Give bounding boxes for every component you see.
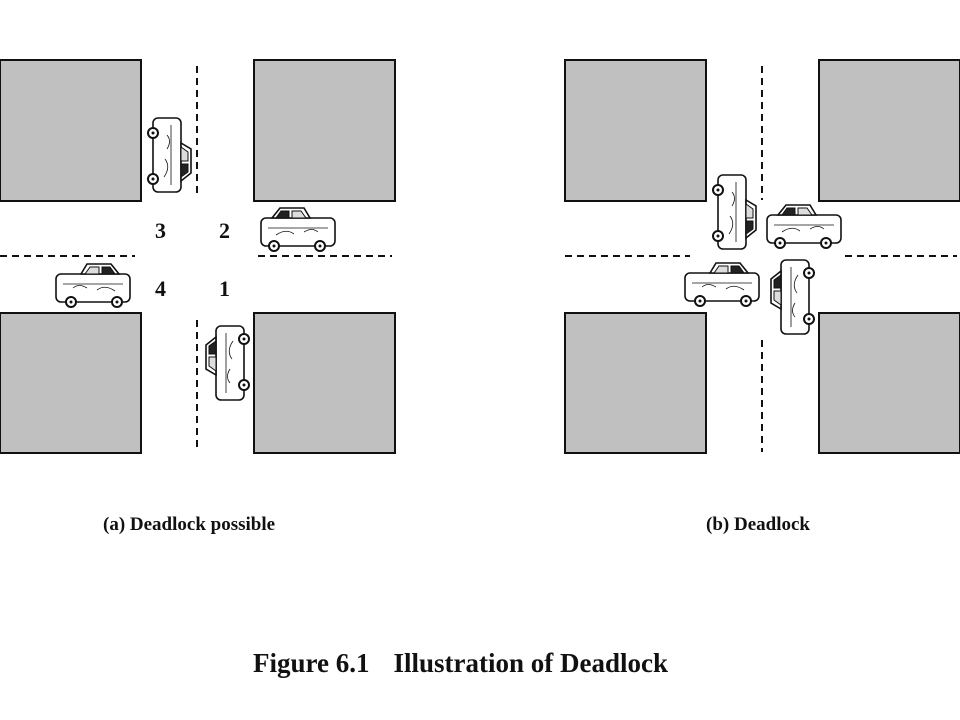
figure-number: Figure 6.1 (253, 648, 370, 678)
car-west-approach (55, 263, 131, 308)
city-block-sw (0, 312, 142, 454)
city-block-sw-b (564, 312, 707, 454)
car-east-approach (260, 207, 336, 252)
car-deadlocked-west (684, 262, 760, 307)
car-deadlocked-east (766, 204, 842, 249)
car-north-approach (147, 117, 192, 193)
car-deadlocked-north (712, 174, 757, 250)
city-block-nw (0, 59, 142, 202)
car-south-approach (205, 325, 250, 401)
car-deadlocked-south (770, 259, 815, 335)
quadrant-label-2: 2 (219, 218, 230, 243)
city-block-ne-b (818, 59, 960, 202)
quadrant-label-4: 4 (155, 276, 166, 301)
figure-title: Illustration of Deadlock (393, 648, 669, 678)
city-block-se (253, 312, 396, 454)
city-block-se-b (818, 312, 960, 454)
intersection-a (0, 59, 396, 454)
quadrant-label-1: 1 (219, 276, 230, 301)
quadrant-label-3: 3 (155, 218, 166, 243)
caption-deadlock: (b) Deadlock (706, 514, 810, 535)
city-block-ne (253, 59, 396, 202)
intersection-b (564, 59, 960, 454)
figure-caption: Figure 6.1 Illustration of Deadlock (253, 648, 668, 679)
caption-deadlock-possible: (a) Deadlock possible (103, 514, 276, 535)
city-block-nw-b (564, 59, 707, 202)
